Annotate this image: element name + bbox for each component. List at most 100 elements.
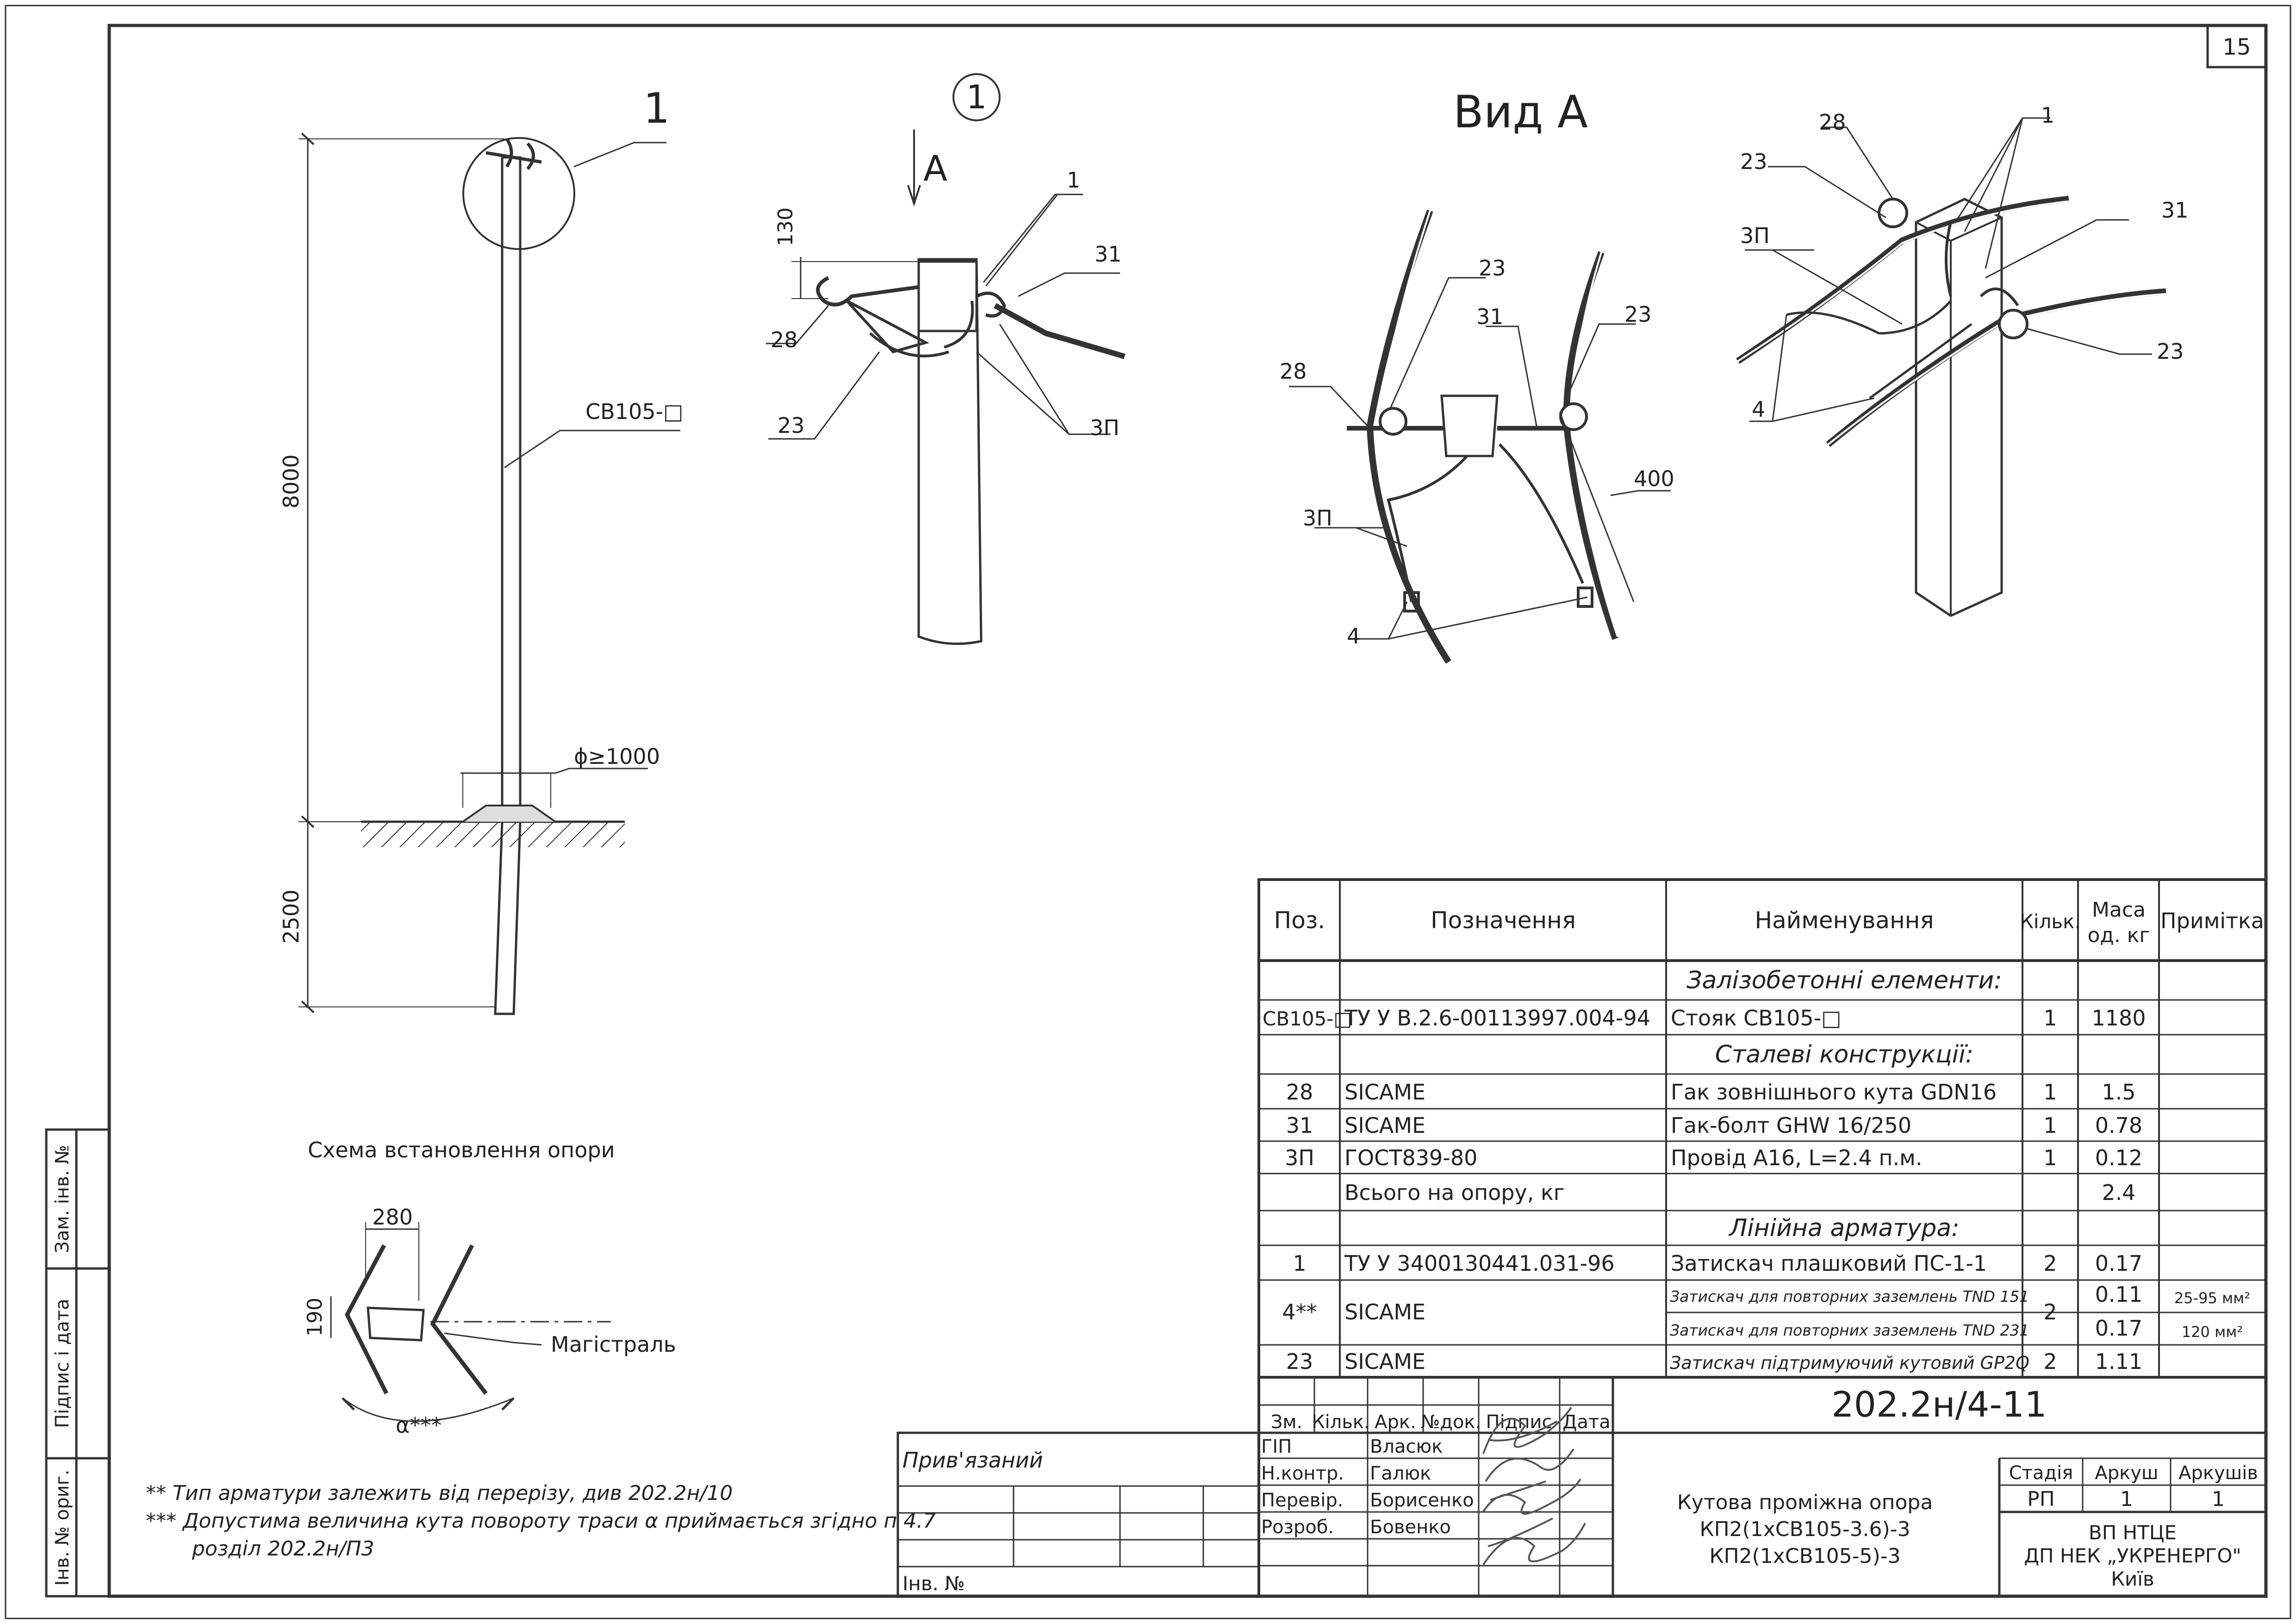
org-line-1: ВП НТЦЕ [2089, 1521, 2177, 1544]
row-mass: 0.12 [2095, 1145, 2142, 1170]
note-2: *** Допустима величина кута повороту тра… [146, 1509, 936, 1533]
role-label: Перевір. [1261, 1490, 1343, 1511]
col-header: Дата [1562, 1412, 1611, 1433]
sheet-number: 15 [2222, 34, 2251, 60]
row-mass: 1180 [2091, 1006, 2146, 1031]
row-name: Гак зовнішнього кута GDN16 [1671, 1080, 1997, 1105]
row-name: Затискач плашковий ПС-1-1 [1671, 1251, 1987, 1276]
spec-table-headers: Поз. Позначення Найменування Кільк. Маса… [1274, 898, 2264, 947]
row-name: Затискач для повторних заземлень TND 151 [1670, 1287, 2029, 1305]
col-header: Арк. [1375, 1412, 1416, 1433]
view-arrow-label: A [923, 148, 947, 189]
org-line-3: Київ [2111, 1568, 2154, 1590]
row-name: Затискач для повторних заземлень TND 231 [1670, 1321, 2029, 1339]
row-mass: 0.17 [2095, 1251, 2142, 1276]
row-poz: СВ105-□ [1263, 1007, 1352, 1030]
title-line-1: Кутова проміжна опора [1677, 1491, 1933, 1514]
view-a [1289, 209, 1671, 664]
stamp-zam-inv: Зам. інв. № [52, 1145, 73, 1253]
callout-23-detail: 23 [778, 413, 805, 438]
role-label: Н.контр. [1261, 1463, 1344, 1484]
row-mass: 1.5 [2102, 1080, 2135, 1105]
label-angle: α*** [396, 1413, 442, 1438]
stage-value: РП [2027, 1487, 2055, 1511]
callout-31-iso: 31 [2161, 198, 2189, 223]
label-magistral: Магістраль [551, 1332, 676, 1357]
callout-1-iso: 1 [2041, 103, 2054, 128]
detail-ref-number: 1 [966, 78, 987, 116]
callout-23-viewa-left: 23 [1479, 256, 1506, 281]
row-note: 120 мм² [2182, 1323, 2243, 1341]
dim-bracket-offset: 130 [774, 207, 797, 246]
row-name: Гак-болт GHW 16/250 [1671, 1113, 1911, 1138]
section-steel: Сталеві конструкції: [1715, 1041, 1973, 1068]
callout-31-viewa: 31 [1476, 304, 1504, 329]
pole-scheme [299, 132, 680, 1015]
row-poz: 1 [1293, 1251, 1306, 1276]
stamp-inv-orig: Інв. № ориг. [52, 1470, 73, 1586]
section-fittings: Лінійна арматура: [1728, 1214, 1960, 1242]
header-qty: Кільк. [2020, 910, 2081, 933]
dim-pole-depth: 2500 [279, 889, 304, 943]
dim-pole-height: 8000 [279, 454, 304, 508]
row-poz: 31 [1286, 1113, 1313, 1138]
callout-28-iso: 28 [1819, 110, 1846, 135]
callout-4-viewa: 4 [1347, 624, 1360, 649]
row-qty: 1 [2043, 1145, 2057, 1170]
row-designation: ТУ У В.2.6-00113997.004-94 [1344, 1006, 1650, 1031]
title-line-2: КП2(1хСВ105-3.6)-3 [1699, 1518, 1910, 1541]
sheet-value: 1 [2120, 1487, 2133, 1511]
detail-1-view [766, 73, 1126, 645]
spec-table-rows: СВ105-□ ТУ У В.2.6-00113997.004-94 Стояк… [1263, 1006, 2250, 1374]
header-mass-2: од. кг [2087, 924, 2150, 947]
callout-4-iso: 4 [1752, 397, 1765, 422]
dim-plan-depth: 190 [303, 1298, 327, 1337]
row-designation: SICAME [1344, 1299, 1425, 1324]
row-poz: 23 [1286, 1349, 1313, 1374]
row-designation: SICAME [1344, 1080, 1425, 1105]
row-designation: SICAME [1344, 1113, 1425, 1138]
role-name: Бовенко [1370, 1517, 1451, 1538]
dim-clamp-distance: 400 [1634, 466, 1674, 491]
view-a-title: Вид А [1453, 86, 1588, 138]
header-name: Найменування [1755, 907, 1934, 934]
scheme-ref-number: 1 [643, 84, 670, 133]
insulator-icon [485, 138, 542, 170]
row-qty: 2 [2043, 1349, 2057, 1374]
row-qty: 2 [2043, 1299, 2057, 1324]
row-qty: 2 [2043, 1251, 2057, 1276]
row-designation: ГОСТ839-80 [1344, 1145, 1477, 1170]
row-name: Стояк СВ105-□ [1671, 1006, 1842, 1031]
sheets-value: 1 [2212, 1487, 2225, 1511]
row-note: 25-95 мм² [2174, 1289, 2250, 1307]
row-mass: 2.4 [2102, 1180, 2135, 1205]
row-qty: 1 [2043, 1006, 2057, 1031]
row-poz: 28 [1286, 1080, 1313, 1105]
note-3: розділ 202.2н/П3 [192, 1537, 374, 1561]
header-poz: Поз. [1274, 907, 1325, 934]
label-pole-type: СВ105-□ [585, 399, 684, 424]
row-poz: 4** [1282, 1299, 1317, 1324]
sheet-number-box: 15 [2206, 24, 2267, 69]
row-qty: 1 [2043, 1080, 2057, 1105]
section-concrete: Залізобетонні елементи: [1686, 967, 2002, 994]
callout-23-iso-right: 23 [2157, 339, 2184, 364]
row-qty: 1 [2043, 1113, 2057, 1138]
title-block-col-headers: Зм. Кільк. Арк. №док. Підпис Дата [1271, 1412, 1611, 1433]
inv-no-label: Інв. № [902, 1572, 965, 1595]
left-stamp [45, 1128, 111, 1598]
row-designation: Всього на опору, кг [1344, 1180, 1565, 1205]
installation-plan [330, 1222, 611, 1422]
title-line-3: КП2(1хСВ105-5)-3 [1709, 1544, 1900, 1568]
callout-3p-detail: 3П [1090, 415, 1120, 440]
sheets-label: Аркушів [2178, 1462, 2258, 1484]
role-label: Розроб. [1261, 1517, 1334, 1538]
row-mass: 1.11 [2095, 1349, 2142, 1374]
doc-code: 202.2н/4-11 [1831, 1384, 2047, 1425]
col-header: Зм. [1271, 1412, 1303, 1433]
header-mass-1: Маса [2092, 898, 2146, 922]
role-name: Власюк [1370, 1436, 1443, 1457]
isometric-view [1736, 117, 2166, 617]
callout-3p-iso: 3П [1740, 223, 1770, 248]
